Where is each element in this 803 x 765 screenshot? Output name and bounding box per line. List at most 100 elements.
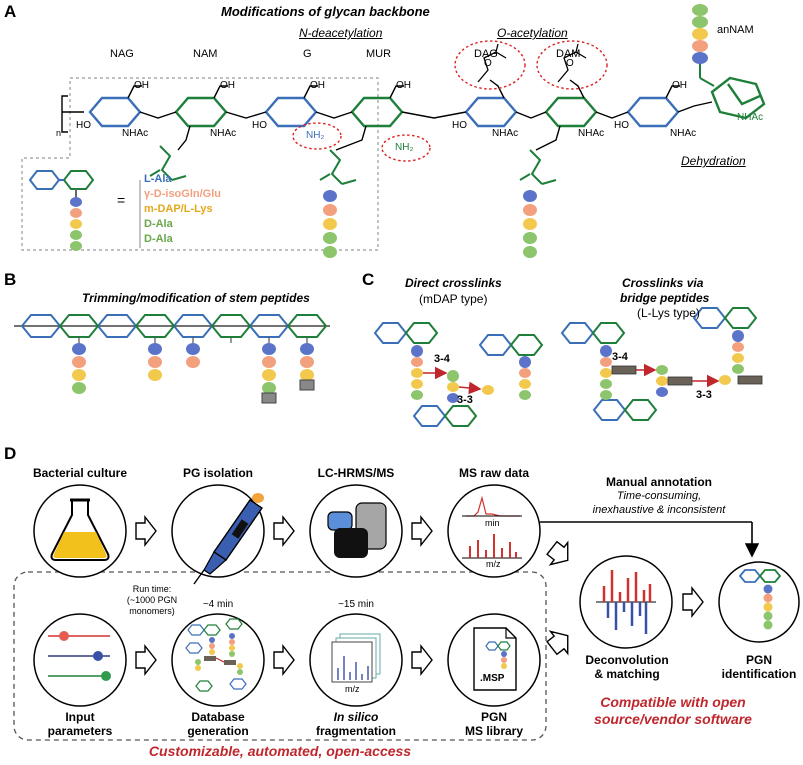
raw-mz-label: m/z: [486, 559, 501, 569]
ho-3: HO: [452, 120, 467, 131]
panel-c-graphics: [373, 307, 758, 427]
nhac-annam: NHAc: [737, 112, 764, 123]
time-4-min: ~4 min: [202, 599, 234, 610]
manual-annotation-title: Manual annotation: [606, 475, 712, 489]
panel-label-b: B: [4, 270, 17, 289]
acetyl-highlight-1: [454, 40, 526, 90]
oh-3: OH: [310, 80, 325, 91]
panel-label-a: A: [4, 2, 17, 21]
panel-a-title: Modifications of glycan backbone: [221, 4, 430, 19]
ho-1: HO: [76, 120, 91, 131]
database-icon: [185, 618, 247, 692]
legend-symbol: [28, 170, 95, 198]
oh-5: OH: [672, 80, 687, 91]
time-15-min: ~15 min: [338, 599, 374, 610]
label-nag: NAG: [110, 48, 134, 60]
legend-equals: =: [117, 192, 126, 208]
label-nam: NAM: [193, 48, 218, 60]
label-mur: MUR: [366, 48, 392, 60]
lcms-icon: [327, 502, 387, 558]
ring-dag: [464, 96, 518, 128]
ring-annam: [710, 76, 766, 120]
o-acetylation-label: O-acetylation: [497, 26, 568, 40]
pgn-identification-icon: [738, 569, 782, 630]
polymer-n: n: [56, 128, 62, 138]
acetyl-highlight-2: [536, 40, 608, 90]
crosslink-33-bridge: 3-3: [696, 389, 712, 401]
step-lc-hrms: LC-HRMS/MS: [317, 466, 395, 480]
run-time-3: monomers): [129, 606, 175, 616]
nhac-4: NHAc: [578, 128, 605, 139]
run-time-1: Run time:: [132, 584, 172, 594]
label-dam: DAM: [556, 48, 581, 60]
oh-1: OH: [134, 80, 149, 91]
panel-label-c: C: [362, 270, 375, 289]
raw-min-label: min: [485, 518, 500, 528]
nh2-highlight-1: [292, 122, 342, 150]
crosslink-34-bridge: 3-4: [612, 351, 628, 363]
run-time-2: (~1000 PGN: [126, 595, 178, 605]
label-g: G: [303, 48, 312, 60]
oh-4: OH: [396, 80, 411, 91]
legend-l-ala: L-Ala: [144, 173, 172, 185]
label-dag: DAG: [474, 48, 498, 60]
stem-peptide-a3: [523, 190, 537, 258]
manual-annotation-sub1: Time-consuming,: [616, 490, 702, 502]
nhac-2: NHAc: [210, 128, 237, 139]
panel-b-stems: [72, 337, 315, 404]
glycan-chain: [88, 76, 766, 128]
acetyl-o-2: O: [566, 58, 574, 69]
nh2-highlight-2: [381, 134, 431, 162]
deconvolution-label: Deconvolution& matching: [585, 653, 669, 681]
ring-nam-1: [174, 96, 228, 128]
nh2-2: NH₂: [395, 142, 414, 153]
pg-isolation-circle: [171, 484, 265, 578]
mirror-plot: [596, 570, 656, 634]
legend-d-ala-1: D-Ala: [144, 218, 173, 230]
footer-tagline: Customizable, automated, open-access: [148, 743, 412, 759]
annam-peptide: [692, 4, 708, 64]
ms-raw-plot: [462, 495, 522, 559]
pipette-icon: [193, 493, 264, 585]
legend-d-ala-2: D-Ala: [144, 233, 173, 245]
panel-d-graphics: [13, 484, 800, 741]
stem-peptide-a2: [323, 190, 337, 258]
msp-file-icon: [473, 627, 517, 691]
msp-label: .MSP: [480, 673, 505, 684]
ring-dam: [544, 96, 598, 128]
n-deacetylation-label: N-deacetylation: [299, 26, 383, 40]
input-parameters-icon: [48, 631, 111, 681]
dehydration-label: Dehydration: [681, 154, 746, 168]
bridge-title-2: bridge peptides: [620, 291, 710, 305]
nh2-1: NH₂: [306, 130, 325, 141]
panel-c-beads: [411, 330, 763, 403]
ho-2: HO: [252, 120, 267, 131]
panel-b-title: Trimming/modification of stem peptides: [82, 291, 310, 305]
step-ms-raw-data: MS raw data: [458, 466, 530, 480]
nhac-1: NHAc: [122, 128, 149, 139]
frag-mz-label: m/z: [345, 684, 360, 694]
panel-a-graphics: [21, 4, 766, 258]
direct-crosslinks-title: Direct crosslinks: [405, 276, 502, 290]
crosslink-34-direct: 3-4: [434, 353, 450, 365]
crosslink-33-direct: 3-3: [457, 394, 473, 406]
step-bacterial-culture: Bacterial culture: [32, 466, 128, 480]
pgn-id-circle: [718, 561, 800, 643]
nhac-5: NHAc: [670, 128, 697, 139]
annam-label: anNAM: [717, 24, 754, 36]
flask-icon: [50, 498, 110, 561]
acetyl-o-1: O: [484, 58, 492, 69]
panel-b-graphics: [14, 314, 330, 338]
legend-dap: m-DAP/L-Lys: [144, 203, 213, 215]
ring-mur: [350, 96, 404, 128]
step-pg-isolation: PG isolation: [182, 466, 253, 480]
manual-annotation-sub2: inexhaustive & inconsistent: [592, 504, 726, 516]
bridge-sub: (L-Lys type): [637, 306, 700, 320]
legend-stack: [70, 197, 82, 251]
